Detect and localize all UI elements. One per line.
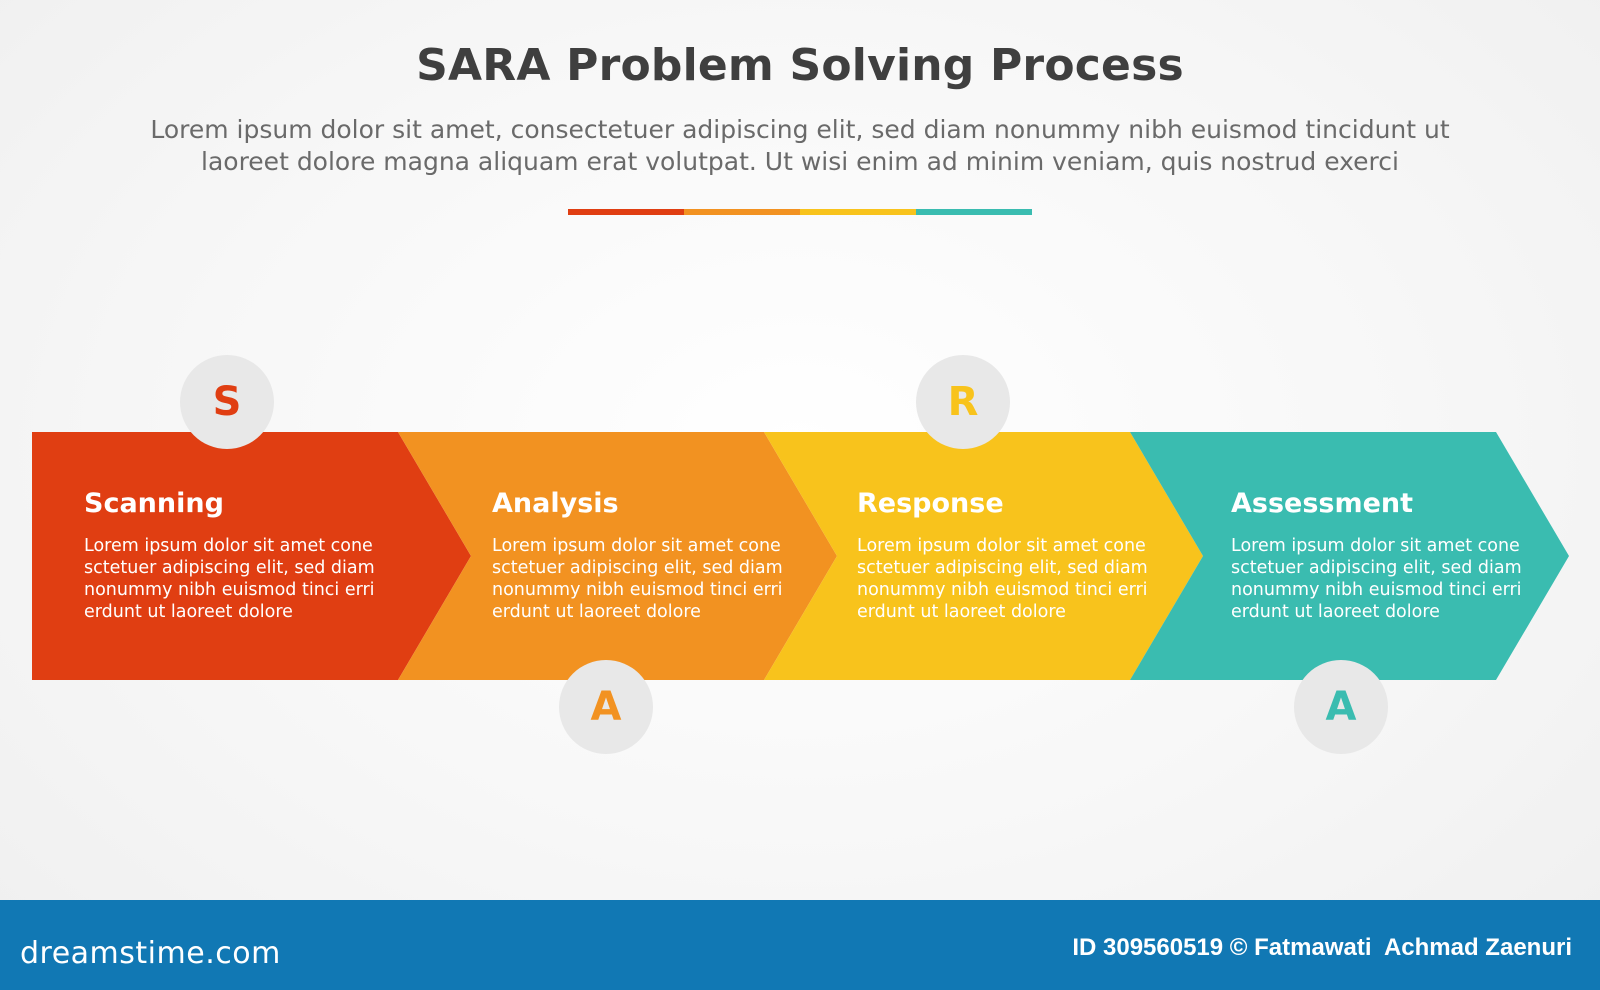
stage-title-assessment: Assessment (1231, 488, 1414, 519)
divider-teal (916, 209, 1032, 215)
letter-circle-a-assessment: A (1294, 660, 1388, 754)
letter-circle-a-analysis: A (559, 660, 653, 754)
stage-shape-analysis (398, 432, 837, 680)
subtitle-line-2: laoreet dolore magna aliquam erat volutp… (201, 147, 1399, 176)
subtitle-line-1: Lorem ipsum dolor sit amet, consectetuer… (150, 115, 1450, 144)
stage-shape-assessment (1130, 432, 1569, 680)
stage-desc-response: Lorem ipsum dolor sit amet cone sctetuer… (857, 536, 1148, 622)
stage-title-scanning: Scanning (84, 488, 224, 519)
watermark-bar: dreamstime.com ID 309560519 © Fatmawati … (0, 900, 1600, 990)
page-title: SARA Problem Solving Process (416, 40, 1184, 91)
divider-yellow (800, 209, 916, 215)
stage-shape-response (764, 432, 1203, 680)
divider-orange (684, 209, 800, 215)
stage-title-response: Response (857, 488, 1004, 519)
stage-desc-assessment: Lorem ipsum dolor sit amet cone sctetuer… (1231, 536, 1522, 622)
stage-desc-analysis: Lorem ipsum dolor sit amet cone sctetuer… (492, 536, 783, 622)
stage-shape-scanning (32, 432, 471, 680)
stage-title-analysis: Analysis (492, 488, 619, 519)
letter-circle-s: S (180, 355, 274, 449)
watermark-logo: dreamstime.com (20, 936, 281, 971)
stage-arrows (32, 432, 1569, 680)
divider-red (568, 209, 684, 215)
page-subtitle: Lorem ipsum dolor sit amet, consectetuer… (100, 114, 1500, 178)
watermark-credit: ID 309560519 © Fatmawati Achmad Zaenuri (1072, 934, 1572, 961)
letter-circle-r: R (916, 355, 1010, 449)
stage-desc-scanning: Lorem ipsum dolor sit amet cone sctetuer… (84, 536, 375, 622)
